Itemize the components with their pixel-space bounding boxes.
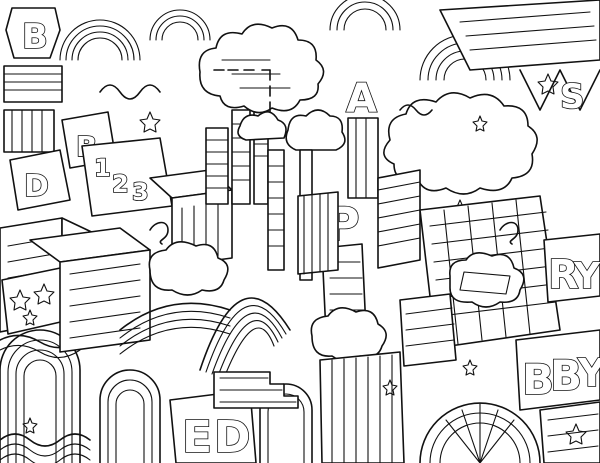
bottom-center-city [319, 293, 457, 463]
signal-dashes [213, 69, 271, 129]
bottom-right-blocks [539, 401, 600, 463]
bottom-letters-ed: E D [169, 389, 257, 463]
left-block-b-badge: B [5, 7, 61, 59]
center-cloud-left [148, 241, 229, 296]
svg-text:D: D [214, 412, 251, 463]
center-striped-towers [297, 169, 421, 275]
scattered-stars [22, 111, 478, 434]
top-cloud-cluster [198, 23, 325, 114]
letters-r-y: R Y [543, 233, 600, 303]
bottom-right-sunburst [419, 402, 541, 463]
svg-text:B: B [22, 17, 48, 57]
svg-text:B: B [550, 351, 582, 400]
right-letter-s: S [559, 76, 585, 118]
right-mid-cloud [449, 252, 525, 308]
bottom-stairs [213, 371, 299, 409]
letter-tower-a: A [345, 75, 379, 199]
svg-text:Y: Y [577, 351, 600, 395]
svg-text:A: A [346, 76, 377, 122]
svg-text:S: S [560, 77, 585, 117]
svg-text:Y: Y [573, 256, 600, 297]
svg-text:2: 2 [112, 170, 129, 198]
center-cloud-right [310, 307, 387, 362]
svg-text:3: 3 [132, 178, 149, 206]
scroll-curls [99, 84, 519, 245]
svg-text:E: E [182, 412, 212, 463]
center-rainbow-curves [119, 297, 291, 379]
number-panel: 1 2 3 [81, 137, 173, 217]
svg-text:1: 1 [94, 154, 111, 182]
left-stacked-boxes [3, 65, 63, 153]
svg-text:R: R [548, 252, 579, 298]
bottom-right-letters-bby: B B Y [515, 329, 600, 411]
svg-text:B: B [522, 355, 554, 404]
svg-text:D: D [24, 169, 49, 204]
bottom-waves [0, 433, 91, 463]
right-top-arch-bridge [439, 0, 600, 111]
